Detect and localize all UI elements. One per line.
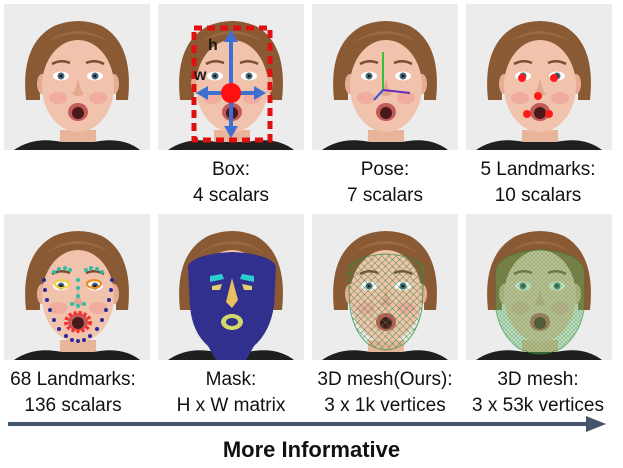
caption-line-2: 4 scalars	[146, 183, 316, 209]
caption-line-2: 7 scalars	[300, 183, 470, 209]
caption-line-1: 5 Landmarks:	[453, 157, 623, 183]
caption-line-2: 10 scalars	[453, 183, 623, 209]
caption-landmarks-68: 68 Landmarks: 136 scalars	[0, 367, 158, 419]
face-image	[312, 214, 458, 360]
caption-line-1: Mask:	[146, 367, 316, 393]
dense-mesh-overlay	[496, 250, 584, 354]
caption-line-1: Pose:	[300, 157, 470, 183]
face-image	[466, 214, 612, 360]
caption-landmarks-5: 5 Landmarks: 10 scalars	[453, 157, 623, 209]
face-image: h w	[158, 4, 304, 150]
face-image	[312, 4, 458, 150]
caption-line-1: 68 Landmarks:	[0, 367, 158, 393]
caption-mesh-dense: 3D mesh: 3 x 53k vertices	[453, 367, 623, 419]
face-panel-original	[4, 4, 150, 150]
caption-line-1: 3D mesh(Ours):	[300, 367, 470, 393]
face-panel-box: h w	[158, 4, 304, 150]
face-image	[158, 214, 304, 360]
face-panel-landmarks-68	[4, 214, 150, 360]
face-panel-mesh-ours	[312, 214, 458, 360]
caption-line-1: 3D mesh:	[453, 367, 623, 393]
caption-pose: Pose: 7 scalars	[300, 157, 470, 209]
face-panel-pose	[312, 4, 458, 150]
caption-mask: Mask: H x W matrix	[146, 367, 316, 419]
height-label: h	[208, 37, 218, 54]
more-informative-label: More Informative	[0, 437, 623, 463]
informative-arrow	[8, 414, 608, 434]
face-image	[4, 214, 150, 360]
face-image	[4, 4, 150, 150]
face-image	[466, 4, 612, 150]
face-panel-mesh-dense	[466, 214, 612, 360]
caption-box: Box: 4 scalars	[146, 157, 316, 209]
width-label: w	[193, 67, 207, 84]
face-panel-landmarks-5	[466, 4, 612, 150]
caption-line-1: Box:	[146, 157, 316, 183]
face-panel-mask	[158, 214, 304, 360]
caption-mesh-ours: 3D mesh(Ours): 3 x 1k vertices	[300, 367, 470, 419]
